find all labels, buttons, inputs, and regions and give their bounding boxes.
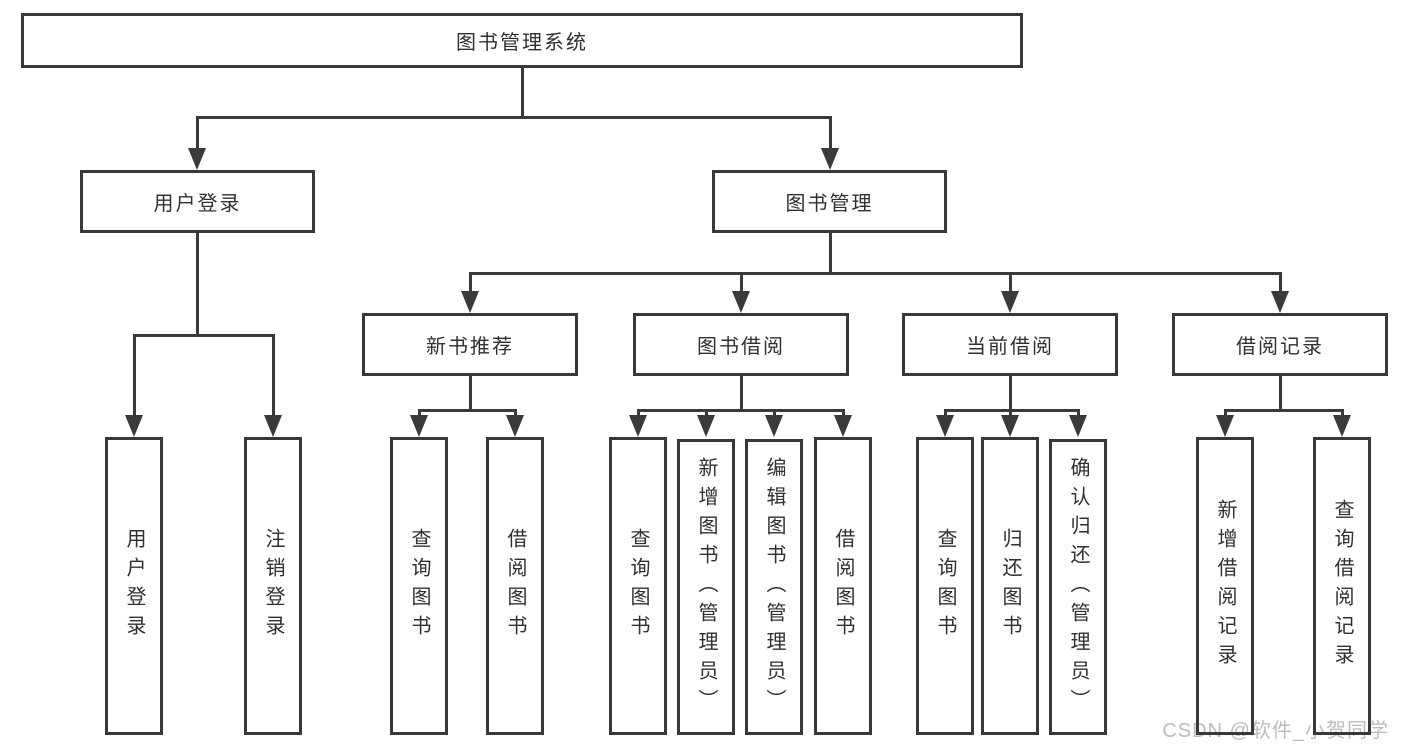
connector-line xyxy=(1009,376,1012,411)
connector-line xyxy=(469,272,472,295)
arrow-down-icon xyxy=(936,415,954,437)
leaf-borrow-books: 借阅图书 xyxy=(814,437,872,735)
arrow-down-icon xyxy=(264,415,282,437)
connector-line xyxy=(829,233,832,274)
connector-line xyxy=(740,272,743,295)
leaf-query-books-current: 查询图书 xyxy=(916,437,974,735)
node-borrow-records: 借阅记录 xyxy=(1172,313,1388,376)
leaf-borrow-books-recommend: 借阅图书 xyxy=(486,437,544,735)
leaf-logout: 注销登录 xyxy=(244,437,302,735)
connector-line xyxy=(469,376,472,411)
arrow-down-icon xyxy=(765,415,783,437)
arrow-down-icon xyxy=(461,291,479,313)
leaf-query-borrow-record: 查询借阅记录 xyxy=(1313,437,1371,735)
connector-line xyxy=(133,334,136,419)
leaf-query-books-recommend: 查询图书 xyxy=(390,437,448,735)
leaf-return-books: 归还图书 xyxy=(981,437,1039,735)
arrow-down-icon xyxy=(188,148,206,170)
connector-line xyxy=(1009,272,1012,295)
arrow-down-icon xyxy=(629,415,647,437)
connector-line xyxy=(196,116,199,152)
arrow-down-icon xyxy=(125,415,143,437)
connector-line xyxy=(469,272,1281,275)
node-book-borrow: 图书借阅 xyxy=(633,313,849,376)
node-user-login: 用户登录 xyxy=(80,170,315,233)
connector-line xyxy=(133,334,274,337)
arrow-down-icon xyxy=(732,291,750,313)
leaf-query-books-borrow: 查询图书 xyxy=(609,437,667,735)
arrow-down-icon xyxy=(697,415,715,437)
arrow-down-icon xyxy=(1333,415,1351,437)
arrow-down-icon xyxy=(1069,415,1087,437)
connector-line xyxy=(1279,376,1282,411)
connector-line xyxy=(418,409,517,412)
connector-line xyxy=(637,409,845,412)
node-new-book-recommend: 新书推荐 xyxy=(362,313,578,376)
arrow-down-icon xyxy=(410,415,428,437)
arrow-down-icon xyxy=(506,415,524,437)
arrow-down-icon xyxy=(1001,415,1019,437)
leaf-confirm-return-admin: 确认归还（管理员） xyxy=(1049,439,1107,735)
leaf-add-books-admin: 新增图书（管理员） xyxy=(677,439,735,735)
node-book-management: 图书管理 xyxy=(712,170,947,233)
csdn-watermark: CSDN @软件_小贺同学 xyxy=(1162,720,1389,742)
connector-line xyxy=(196,233,199,336)
leaf-add-borrow-record: 新增借阅记录 xyxy=(1196,437,1254,735)
arrow-down-icon xyxy=(834,415,852,437)
leaf-user-login: 用户登录 xyxy=(105,437,163,735)
connector-line xyxy=(829,116,832,152)
leaf-edit-books-admin: 编辑图书（管理员） xyxy=(745,439,803,735)
arrow-down-icon xyxy=(1216,415,1234,437)
connector-line xyxy=(740,376,743,411)
connector-line xyxy=(1279,272,1282,295)
connector-line xyxy=(1224,409,1343,412)
arrow-down-icon xyxy=(1271,291,1289,313)
arrow-down-icon xyxy=(821,148,839,170)
connector-line xyxy=(272,334,275,419)
connector-line xyxy=(521,68,524,119)
node-library-management-system: 图书管理系统 xyxy=(21,13,1023,68)
arrow-down-icon xyxy=(1001,291,1019,313)
connector-line xyxy=(196,116,832,119)
node-current-borrow: 当前借阅 xyxy=(902,313,1118,376)
